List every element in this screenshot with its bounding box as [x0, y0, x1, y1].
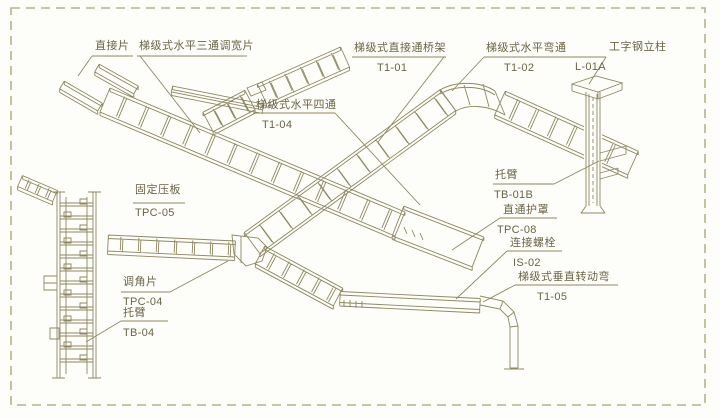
part-name: 调角片	[123, 276, 158, 288]
sheet-border	[10, 7, 706, 406]
part-code: TPC-04	[123, 296, 163, 308]
part-name: 梯级式水平三通调宽片	[139, 40, 254, 52]
part-name: 梯级式水平四通	[256, 99, 337, 111]
part-name: 固定压板	[135, 184, 181, 196]
part-name: 工字钢立柱	[609, 41, 667, 53]
horizontal-bend-fitting	[439, 82, 506, 116]
column-flange	[570, 75, 624, 100]
label-vertical-rotating-bend: 梯级式垂直转动弯 T1-05	[518, 271, 610, 303]
label-angle-adapter: 调角片 TPC-04	[123, 276, 163, 308]
splice-block	[246, 81, 267, 97]
fitting-details	[231, 81, 524, 370]
label-tee-width-adapter: 梯级式水平三通调宽片	[139, 40, 254, 52]
part-code: TB-01B	[494, 189, 534, 201]
part-name: 直接片	[95, 40, 130, 52]
label-leader-lines	[77, 55, 618, 343]
part-name: 托臂	[495, 169, 518, 181]
part-code: T1-01	[377, 62, 408, 74]
part-code: TB-04	[123, 327, 155, 339]
vertical-cable-ladder	[43, 191, 101, 379]
label-straight-cover: 直通护罩 TPC-08	[497, 204, 549, 236]
label-i-beam-column: 工字钢立柱 L-01A	[575, 41, 667, 73]
part-code: TPC-08	[497, 224, 537, 236]
label-horizontal-bend: 梯级式水平弯通 T1-02	[486, 42, 567, 74]
part-name: 直通护罩	[503, 204, 549, 216]
part-code: T1-02	[504, 62, 535, 74]
i-beam-column	[570, 75, 627, 214]
label-straight-tray: 梯级式直接通桥架 T1-01	[354, 42, 446, 74]
bracket-arm-fitting	[599, 145, 627, 180]
part-name: 梯级式直接通桥架	[354, 42, 446, 54]
angle-adapter-corner	[231, 234, 268, 267]
part-name: 梯级式水平弯通	[486, 42, 567, 54]
part-name: 梯级式垂直转动弯	[518, 271, 610, 283]
label-bracket-arm-left: 托臂 TB-04	[123, 307, 154, 339]
tray-linework	[17, 46, 639, 314]
label-connecting-bolt: 连接螺栓 IS-02	[510, 237, 556, 269]
part-name: 连接螺栓	[510, 237, 556, 249]
cover-hatch-ticks	[343, 226, 424, 308]
part-code: L-01A	[575, 61, 606, 73]
part-code: TPC-05	[135, 207, 175, 219]
column-web	[580, 92, 606, 214]
label-fixing-clamp: 固定压板 TPC-05	[135, 184, 181, 219]
part-code: IS-02	[513, 257, 541, 269]
part-name: 托臂	[123, 307, 146, 319]
part-code: T1-05	[537, 291, 568, 303]
part-code: T1-04	[262, 119, 293, 131]
label-horizontal-cross: 梯级式水平四通 T1-04	[256, 99, 337, 131]
label-bracket-arm-right: 托臂 TB-01B	[494, 169, 534, 201]
vertical-bend-fitting	[479, 295, 524, 370]
label-connector-plate: 直接片	[95, 40, 130, 52]
